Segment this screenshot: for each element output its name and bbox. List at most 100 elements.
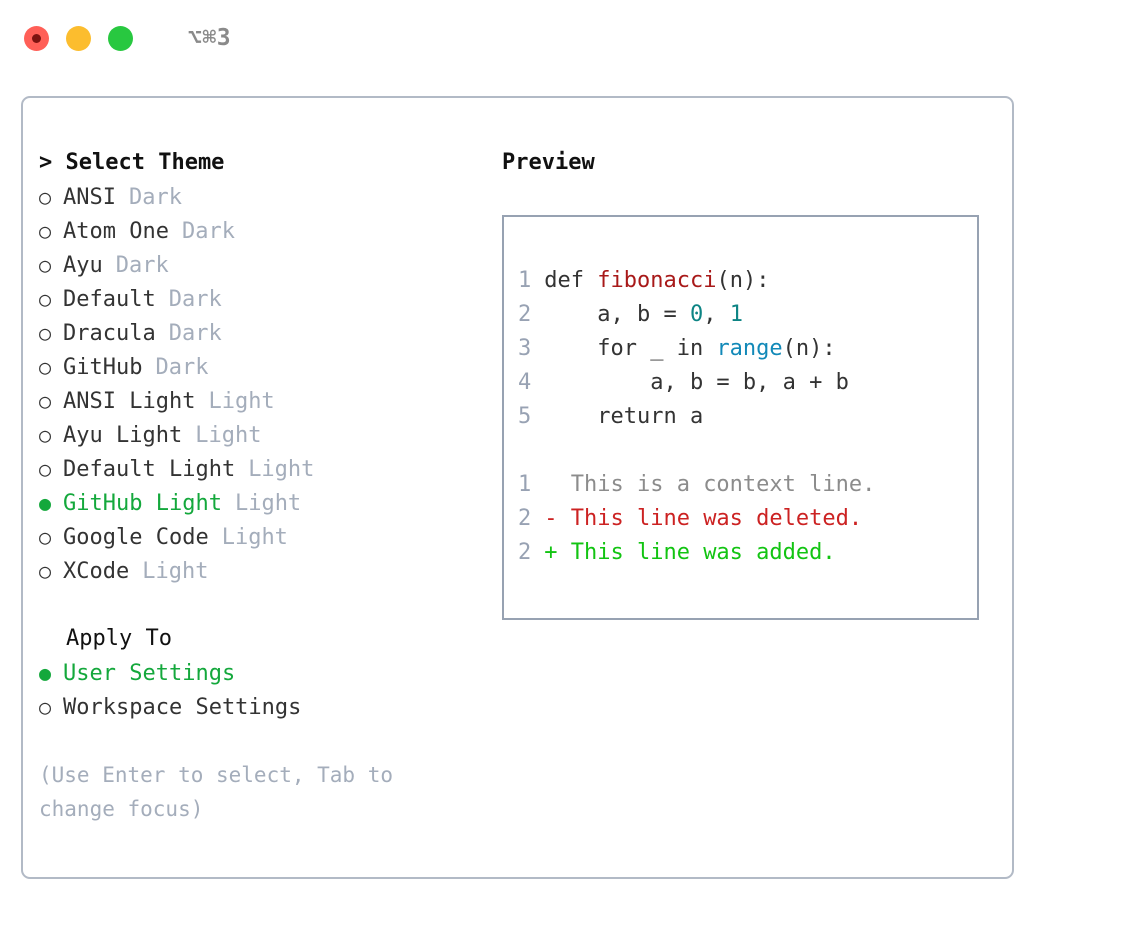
theme-name: Dracula <box>63 321 156 346</box>
line-number: 5 <box>518 404 532 429</box>
code-line: 2 a, b = 0, 1 <box>518 298 977 332</box>
apply-to-item[interactable]: ● User Settings <box>39 656 509 690</box>
radio-unselected-icon: ○ <box>39 253 52 277</box>
hint-spacer <box>39 724 509 758</box>
code-text: return a <box>544 400 703 434</box>
theme-variant-badge: Light <box>248 457 315 482</box>
radio-unselected-icon: ○ <box>39 423 52 447</box>
diff-text-ctx: This is a context line. <box>544 472 876 497</box>
theme-variant-badge: Dark <box>181 219 235 244</box>
radio-unselected-icon: ○ <box>39 559 52 583</box>
radio-unselected-icon: ○ <box>39 185 52 209</box>
minimize-button[interactable] <box>66 25 91 51</box>
theme-variant-badge: Dark <box>168 287 222 312</box>
theme-variant-badge: Light <box>234 491 302 516</box>
theme-list-item[interactable]: ○ Dracula Dark <box>39 316 509 350</box>
theme-list-item[interactable]: ● GitHub Light Light <box>39 486 509 520</box>
code-token-fn: fibonacci <box>597 268 717 293</box>
theme-list-item[interactable]: ○ XCode Light <box>39 554 509 588</box>
code-token-num: 0 <box>689 302 704 327</box>
code-line: 1 def fibonacci(n): <box>518 264 977 298</box>
theme-name: ANSI <box>63 185 116 210</box>
apply-to-list: ● User Settings ○ Workspace Settings <box>39 656 509 724</box>
theme-list-item[interactable]: ○ Ayu Light Light <box>39 418 509 452</box>
diff-line: 1 This is a context line. <box>518 468 977 502</box>
apply-to-item[interactable]: ○ Workspace Settings <box>39 690 509 724</box>
theme-name: ANSI Light <box>63 389 196 414</box>
window-titlebar: ⌥⌘3 <box>0 0 1140 76</box>
code-token-call: range <box>716 336 783 361</box>
close-button[interactable] <box>24 25 49 51</box>
radio-unselected-icon: ○ <box>39 389 52 413</box>
select-theme-header: > Select Theme <box>39 150 225 175</box>
diff-line-number: 1 <box>518 472 532 497</box>
theme-variant-badge: Light <box>221 525 288 550</box>
diff-text-del: - This line was deleted. <box>544 506 863 531</box>
traffic-lights <box>24 25 133 51</box>
radio-selected-icon: ● <box>39 661 52 685</box>
apply-to-label: Workspace Settings <box>63 695 302 720</box>
code-token-plain: (n): <box>716 268 770 293</box>
code-token-plain: a, b = b, a + b <box>544 370 849 395</box>
theme-name: Google Code <box>63 525 209 550</box>
theme-variant-badge: Dark <box>155 355 209 380</box>
theme-name: Ayu Light <box>63 423 183 448</box>
code-token-plain: a, b = <box>544 302 690 327</box>
code-text: a, b = b, a + b <box>544 366 849 400</box>
theme-variant-badge: Light <box>195 423 262 448</box>
theme-list-item[interactable]: ○ Atom One Dark <box>39 214 509 248</box>
code-line: 3 for _ in range(n): <box>518 332 977 366</box>
theme-name: Atom One <box>63 219 169 244</box>
theme-name: Default <box>63 287 156 312</box>
theme-name: XCode <box>63 559 130 584</box>
theme-name: GitHub <box>63 355 143 380</box>
maximize-button[interactable] <box>108 25 133 51</box>
code-token-plain: def <box>544 268 598 293</box>
code-token-plain: return a <box>544 404 704 429</box>
apply-to-header: Apply To <box>66 626 172 651</box>
theme-list-item[interactable]: ○ GitHub Dark <box>39 350 509 384</box>
code-text: def fibonacci(n): <box>544 264 769 298</box>
theme-variant-badge: Light <box>208 389 275 414</box>
code-line: 4 a, b = b, a + b <box>518 366 977 400</box>
line-number: 2 <box>518 302 532 327</box>
theme-variant-badge: Light <box>142 559 209 584</box>
preview-header: Preview <box>502 150 595 175</box>
keyboard-hint: (Use Enter to select, Tab to change focu… <box>39 763 394 821</box>
theme-list-item[interactable]: ○ Google Code Light <box>39 520 509 554</box>
code-token-plain: , <box>703 302 730 327</box>
theme-variant-badge: Dark <box>168 321 222 346</box>
theme-name: GitHub Light <box>63 491 222 516</box>
code-token-plain: for _ in <box>544 336 717 361</box>
radio-unselected-icon: ○ <box>39 695 52 719</box>
theme-variant-badge: Dark <box>115 253 169 278</box>
theme-list-item[interactable]: ○ ANSI Light Light <box>39 384 509 418</box>
radio-unselected-icon: ○ <box>39 525 52 549</box>
radio-unselected-icon: ○ <box>39 321 52 345</box>
diff-line: 2 + This line was added. <box>518 536 977 570</box>
radio-unselected-icon: ○ <box>39 457 52 481</box>
radio-selected-icon: ● <box>39 491 52 515</box>
line-number: 1 <box>518 268 532 293</box>
diff-line-number: 2 <box>518 506 532 531</box>
window-title: ⌥⌘3 <box>188 24 232 51</box>
code-token-plain: (n): <box>782 336 836 361</box>
diff-text-add: + This line was added. <box>544 540 836 565</box>
code-text: for _ in range(n): <box>544 332 835 366</box>
radio-unselected-icon: ○ <box>39 355 52 379</box>
radio-unselected-icon: ○ <box>39 219 52 243</box>
diff-line-number: 2 <box>518 540 532 565</box>
apply-to-label: User Settings <box>63 661 236 686</box>
diff-sample: 1 This is a context line. 2 - This line wa… <box>518 468 977 570</box>
code-text: a, b = 0, 1 <box>544 298 743 332</box>
